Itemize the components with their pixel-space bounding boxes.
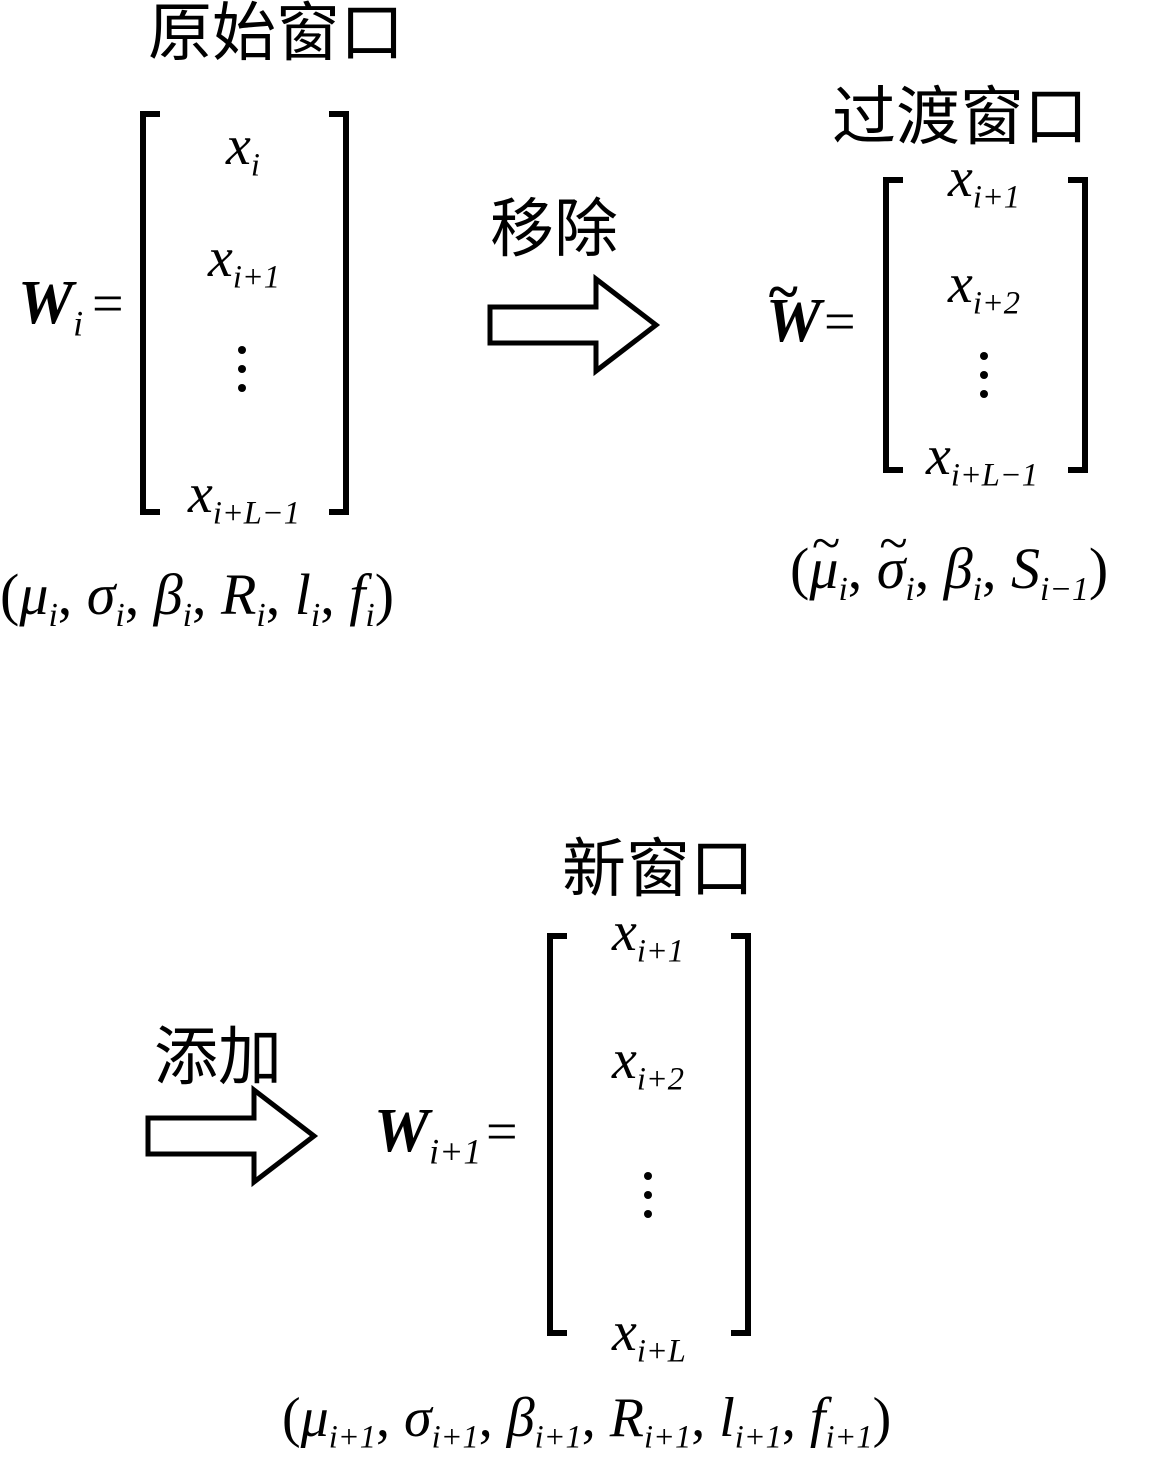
transition-window-params: (~μi, ~σi, βi, Si−1) — [790, 513, 1109, 608]
left-bracket-transition — [883, 177, 903, 473]
original-window-lhs: Wi — [18, 269, 84, 344]
remove-arrow — [487, 273, 661, 377]
new-window-equals: = — [486, 1101, 518, 1163]
new-entry-first: xi+1 — [612, 901, 685, 970]
transition-window-lhs: ~W — [766, 260, 822, 355]
add-arrow-label: 添加 — [154, 1021, 282, 1095]
original-entry-last: xi+L−1 — [188, 463, 300, 532]
transition-entry-second: xi+2 — [948, 253, 1021, 322]
new-window-params: (μi+1, σi+1, βi+1, Ri+1, li+1, fi+1) — [282, 1387, 892, 1456]
new-entry-second: xi+2 — [612, 1029, 685, 1098]
original-window-params: (μi, σi, βi, Ri, li, fi) — [0, 562, 395, 634]
left-bracket-original — [140, 111, 160, 515]
transition-entry-first: xi+1 — [948, 147, 1021, 216]
original-window-equals: = — [92, 273, 124, 335]
right-bracket-original — [329, 111, 349, 515]
transition-vertical-ellipsis — [980, 352, 988, 409]
add-arrow — [145, 1084, 319, 1188]
new-vertical-ellipsis — [644, 1172, 652, 1229]
new-entry-last: xi+L — [612, 1301, 686, 1370]
transition-window-title: 过渡窗口 — [832, 81, 1088, 155]
new-window-title: 新窗口 — [562, 833, 754, 907]
transition-window-equals: = — [824, 291, 856, 353]
original-window-title: 原始窗口 — [148, 0, 404, 71]
right-bracket-new — [731, 933, 751, 1336]
remove-arrow-label: 移除 — [490, 193, 618, 267]
right-bracket-transition — [1068, 177, 1088, 473]
original-vertical-ellipsis — [238, 346, 246, 403]
original-entry-first: xi — [226, 115, 260, 184]
transition-entry-last: xi+L−1 — [926, 425, 1038, 494]
new-window-lhs: Wi+1 — [374, 1097, 482, 1172]
original-entry-second: xi+1 — [208, 227, 281, 296]
left-bracket-new — [547, 933, 567, 1336]
